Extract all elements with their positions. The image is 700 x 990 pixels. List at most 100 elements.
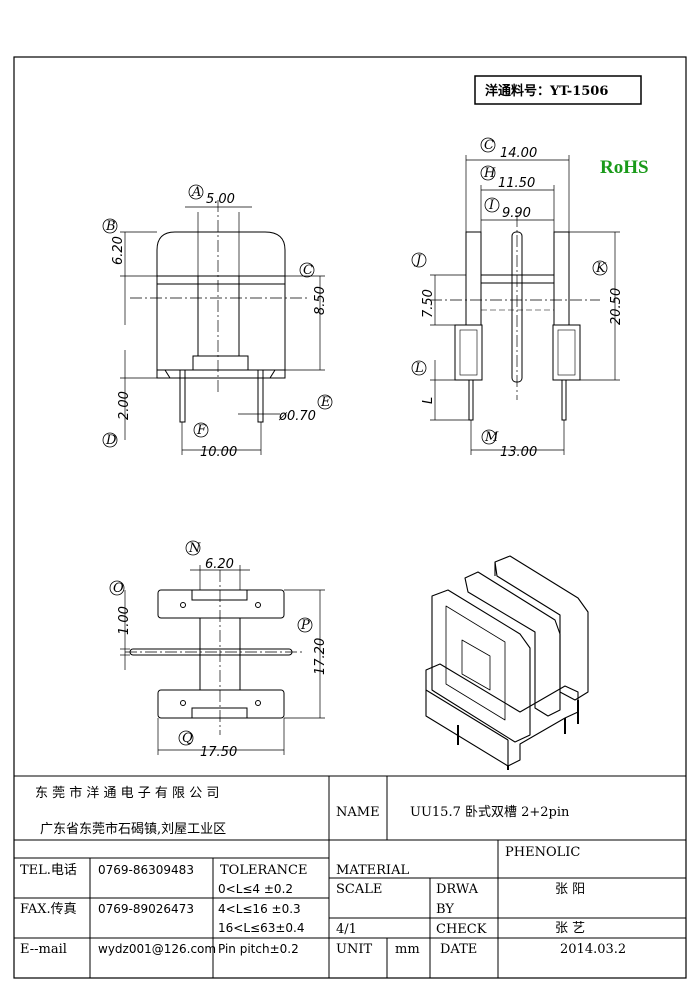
dim-Q: 17.50 — [200, 745, 237, 760]
label-F: F — [196, 423, 207, 438]
balloon-P — [297, 617, 313, 633]
date-label: DATE — [440, 942, 477, 957]
dim-E: ø0.70 — [278, 409, 316, 424]
side-flange-right — [552, 324, 581, 381]
check-label: CHECK — [436, 922, 487, 937]
balloon-C — [299, 262, 315, 278]
company-address: 广东省东莞市石碣镇,刘屋工业区 — [40, 821, 226, 837]
label-K: K — [595, 261, 607, 276]
dim-A: 5.00 — [206, 192, 235, 207]
balloon-I — [484, 197, 500, 213]
tolerance-row-2: 4<L≤16 ±0.3 — [218, 902, 301, 916]
dim-K: 20.50 — [609, 288, 624, 325]
email-label: E--mail — [20, 942, 67, 957]
label-N: N — [188, 541, 201, 556]
tolerance-label: TOLERANCE — [220, 863, 307, 878]
balloon-A — [188, 184, 204, 200]
balloon-C-side — [480, 137, 496, 153]
tel-label: TEL.电话 — [20, 863, 77, 878]
tel-value: 0769-86309483 — [98, 863, 194, 877]
label-C: C — [303, 263, 313, 278]
balloon-D — [102, 432, 118, 448]
label-A: A — [191, 185, 201, 200]
dim-D: 2.00 — [117, 391, 132, 420]
drawn-by-value: 张 阳 — [555, 882, 585, 897]
front-pin-right — [257, 369, 264, 423]
label-C-side: C — [484, 138, 494, 153]
dim-B: 6.20 — [111, 236, 126, 265]
name-label: NAME — [336, 805, 380, 820]
balloon-E — [317, 394, 333, 410]
date-value: 2014.03.2 — [560, 942, 626, 957]
part-number-box — [474, 75, 642, 105]
dim-J: 7.50 — [421, 289, 436, 318]
iso-base — [425, 663, 579, 767]
email-value: wydz001@126.com — [98, 942, 216, 956]
dim-F: 10.00 — [200, 445, 237, 460]
label-I: I — [488, 198, 495, 213]
balloon-H — [480, 165, 496, 181]
fax-value: 0769-89026473 — [98, 902, 194, 916]
label-D: D — [105, 433, 117, 448]
check-value: 张 艺 — [555, 921, 585, 936]
title-block — [14, 775, 686, 978]
front-pin-left — [179, 369, 186, 423]
dim-N: 6.20 — [205, 557, 234, 572]
dim-C-side: 14.00 — [500, 146, 537, 161]
drawn-label-1: DRWA — [436, 882, 479, 897]
iso-back-flange — [494, 555, 589, 701]
front-body-outline — [156, 231, 286, 379]
dim-P: 17.20 — [313, 638, 328, 675]
sheet-border — [13, 56, 687, 979]
material-label: MATERIAL — [336, 863, 409, 878]
balloon-N — [185, 540, 201, 556]
label-E: E — [320, 395, 331, 410]
label-M: M — [484, 430, 499, 445]
side-view — [411, 137, 620, 455]
label-O: O — [113, 581, 124, 596]
name-value: UU15.7 卧式双槽 2+2pin — [410, 805, 570, 820]
drawn-label-2: BY — [436, 902, 454, 917]
rohs-mark: RoHS — [600, 157, 649, 178]
label-P: P — [300, 618, 310, 633]
balloon-M — [481, 429, 497, 445]
label-B: B — [105, 219, 116, 234]
balloon-F — [193, 422, 209, 438]
dim-H: 11.50 — [498, 176, 535, 191]
balloon-B — [102, 218, 118, 234]
label-H: H — [483, 166, 496, 181]
company-name: 东 莞 市 洋 通 电 子 有 限 公 司 — [35, 785, 219, 801]
label-L: L — [414, 361, 424, 376]
side-pin-left — [468, 379, 474, 421]
unit-label: UNIT — [336, 942, 372, 957]
top-flange-upper — [157, 589, 285, 619]
iso-front-flange — [431, 589, 531, 743]
label-J: J — [413, 253, 422, 268]
dim-O: 1.00 — [117, 606, 132, 635]
iso-middle-divider — [464, 571, 561, 717]
balloon-K — [592, 260, 608, 276]
dim-I: 9.90 — [502, 206, 531, 221]
tolerance-row-1: 0<L≤4 ±0.2 — [218, 882, 293, 896]
side-flange-left — [454, 324, 483, 381]
scale-value: 4/1 — [336, 922, 357, 937]
scale-label: SCALE — [336, 882, 382, 897]
isometric-view — [425, 555, 589, 770]
balloon-O — [109, 580, 125, 596]
side-pin-right — [561, 379, 567, 421]
dim-C: 8.50 — [313, 286, 328, 315]
part-number: 洋通料号：YT-1506 — [485, 83, 608, 99]
front-view — [102, 184, 333, 455]
fax-label: FAX.传真 — [20, 902, 77, 917]
tolerance-row-4: Pin pitch±0.2 — [218, 942, 299, 956]
label-Q: Q — [182, 731, 193, 746]
balloon-J — [411, 252, 427, 268]
tolerance-row-3: 16<L≤63±0.4 — [218, 921, 304, 935]
dim-L: L — [421, 397, 436, 404]
dim-M: 13.00 — [500, 445, 537, 460]
top-flange-lower — [157, 689, 285, 719]
balloon-Q — [178, 730, 194, 746]
balloon-L — [411, 360, 427, 376]
top-view — [109, 540, 325, 755]
